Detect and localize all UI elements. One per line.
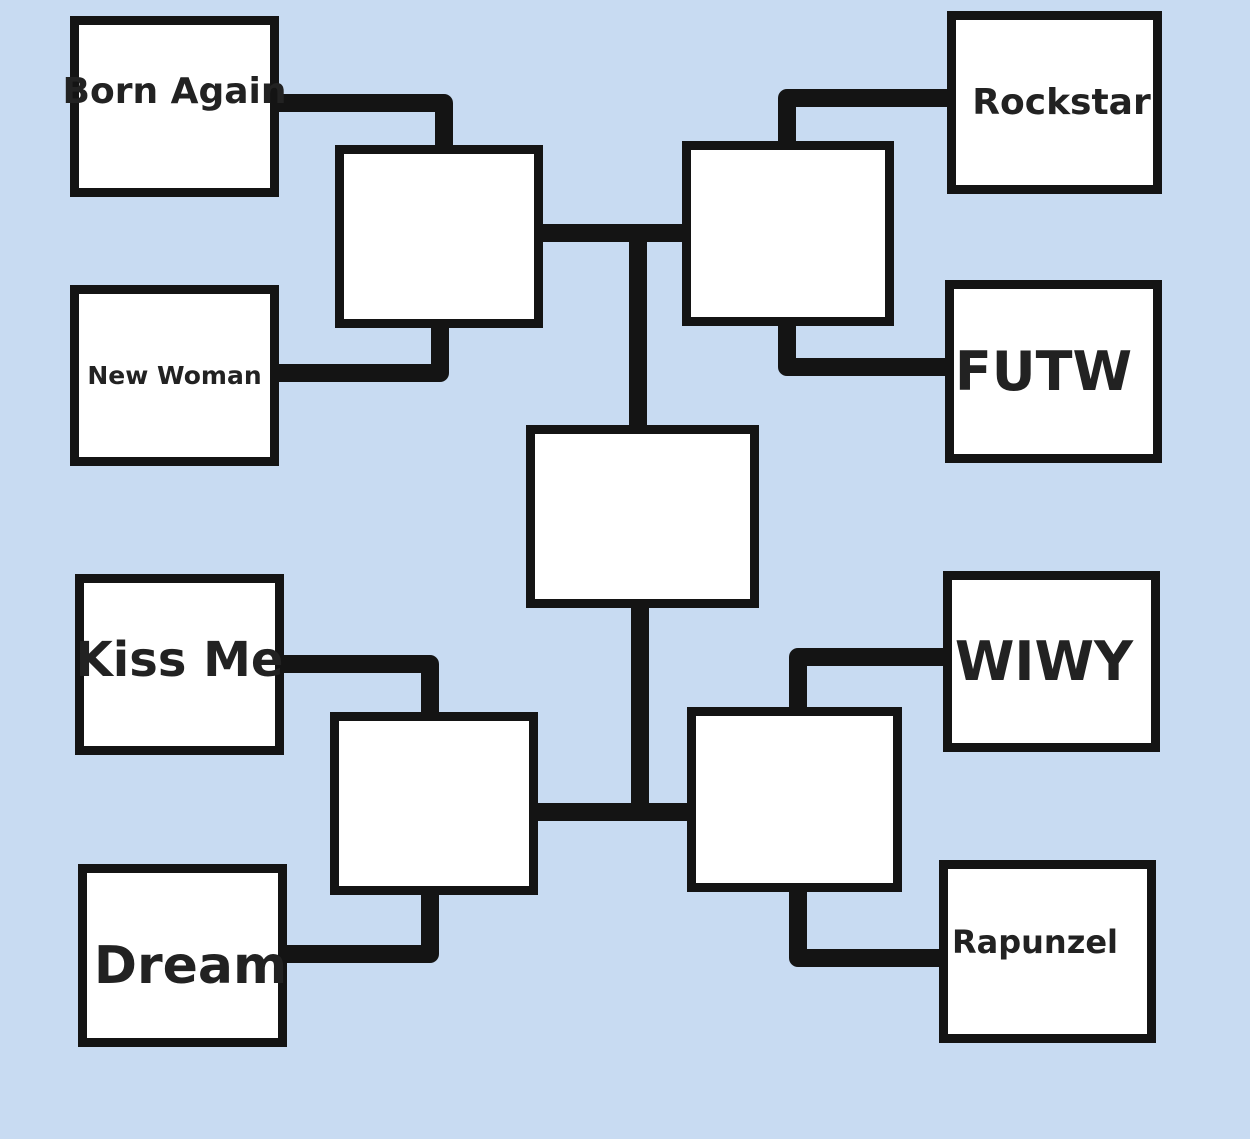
connector-futw [778, 323, 950, 376]
bracket-box-rockstar[interactable]: Rockstar [947, 11, 1162, 194]
bracket-box-kiss-me[interactable]: Kiss Me [75, 574, 284, 755]
connector-dream [284, 892, 439, 963]
connector-new-woman [276, 325, 449, 382]
song-label-born-again: Born Again [62, 70, 287, 112]
bracket-slot-top-left[interactable] [335, 145, 543, 328]
song-label-wiwy: WIWY [954, 629, 1134, 693]
song-label-rockstar: Rockstar [972, 81, 1151, 123]
song-label-futw: FUTW [954, 339, 1133, 403]
bracket-box-rapunzel[interactable]: Rapunzel [939, 860, 1156, 1043]
song-label-rapunzel: Rapunzel [952, 922, 1118, 961]
song-label-dream: Dream [93, 935, 288, 996]
bracket-slot-bottom-left[interactable] [330, 712, 538, 895]
connector-wiwy [789, 648, 946, 710]
bracket-slot-winner[interactable] [526, 425, 759, 608]
bracket-box-new-woman[interactable]: New Woman [70, 285, 279, 466]
connector-born-again [276, 94, 453, 148]
bracket-box-futw[interactable]: FUTW [945, 280, 1162, 463]
bracket-slot-top-right[interactable] [682, 141, 894, 326]
connector-kiss-me [281, 655, 439, 715]
song-label-new-woman: New Woman [87, 361, 262, 390]
bracket-box-dream[interactable]: Dream [78, 864, 287, 1047]
bracket-box-born-again[interactable]: Born Again [63, 16, 287, 197]
connector-rapunzel [789, 889, 942, 967]
bracket-slot-bottom-right[interactable] [687, 707, 902, 892]
song-label-kiss-me: Kiss Me [75, 631, 284, 688]
bracket-box-wiwy[interactable]: WIWY [943, 571, 1160, 752]
connector-rockstar [778, 89, 950, 144]
